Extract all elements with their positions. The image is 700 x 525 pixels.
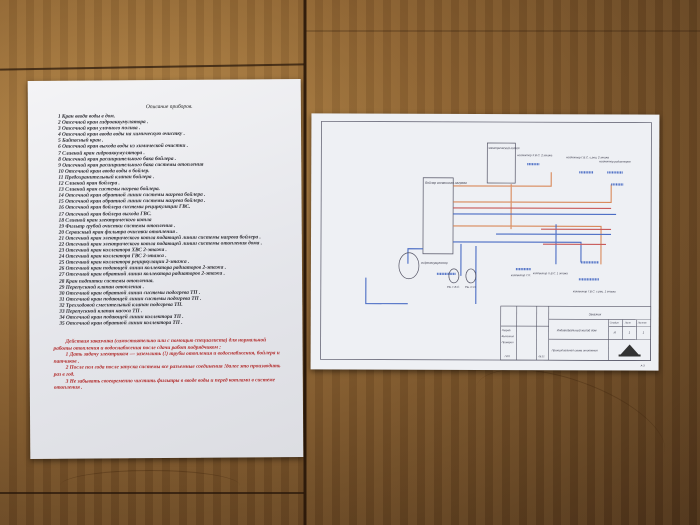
electric-boiler: [486, 142, 516, 184]
gip-label: ГИП: [505, 354, 510, 358]
row-label: Разраб.: [502, 328, 512, 332]
coll-gvs1-label: коллектор Г.В.С. с рец. 1 этажа: [573, 289, 616, 293]
pipes: [365, 163, 624, 305]
note-paragraph: 3 Не забывать своевременно чистить фильт…: [53, 376, 276, 391]
sheets-value: 1: [643, 331, 645, 335]
title-object: Индивидуальный жилой дом: [557, 328, 597, 332]
plank-seam: [306, 30, 700, 32]
format-label: А-3: [640, 364, 646, 368]
title-sheet-name: Принципиальная схема отопления: [552, 348, 599, 352]
coll-rad-label: коллектор радиаторов: [599, 159, 631, 163]
sheet-header: Лист: [624, 321, 631, 324]
boiler-label: Бойлер косвенного нагрева: [425, 181, 467, 185]
date-label: 08.21: [539, 355, 546, 358]
row-label: Проверил: [502, 340, 514, 344]
customer-notes: Действия заказчика (самостоятельно или с…: [53, 337, 281, 391]
rb-gvs-label: Р.Б. Г.В.С.: [447, 285, 460, 289]
sheet-title: Описание приборов.: [145, 103, 193, 111]
drawing-frame: [320, 121, 652, 361]
company-logo-icon: [618, 344, 641, 357]
hot-pipe: [453, 172, 612, 265]
stage-header: Стадия: [610, 321, 620, 324]
plank-seam: [0, 63, 304, 71]
sheets-header: Листов: [637, 322, 647, 325]
hydroaccumulator-tank: [398, 252, 420, 280]
wood-grain: [60, 470, 240, 501]
hydroaccumulator-label: гидроаккумулятор: [421, 261, 448, 265]
heating-diagram: Бойлер косвенного нагрева электрический …: [320, 121, 652, 368]
instrument-description-sheet: Описание приборов. 1 Кран ввода воды в д…: [27, 79, 304, 459]
instrument-list: 1 Кран ввода воды в дом.2 Отсечной кран …: [58, 112, 263, 327]
sheet-value: 1: [629, 331, 631, 335]
coll-tp-label: коллектор Т.П.: [511, 273, 531, 277]
title-block: [500, 305, 652, 361]
coll-hvs1-label: коллектор Х.В.С. 1 этажа: [533, 271, 568, 275]
electric-boiler-label: электрический котел: [488, 146, 519, 150]
expansion-tank-gvs: [448, 268, 460, 284]
rb-so-label: Р.Б. С.О.: [465, 285, 477, 289]
title-code: Заказчик: [589, 312, 602, 316]
expansion-tank-so: [465, 268, 477, 284]
heating-scheme-sheet: Бойлер косвенного нагрева электрический …: [310, 113, 660, 371]
list-item: 35 Отсечной кран обратной линии коллекто…: [59, 320, 183, 327]
stage-value: И: [614, 330, 617, 334]
return-pipe: [453, 207, 612, 245]
coll-gvs2-label: коллектор Г.В.С. с рец. 2 этажа: [566, 155, 609, 159]
coll-hvs2-label: коллектор Х.В.С. 2 этажа: [517, 153, 552, 157]
row-label: Выполнил: [502, 334, 515, 338]
boiler-tank: [422, 177, 454, 255]
